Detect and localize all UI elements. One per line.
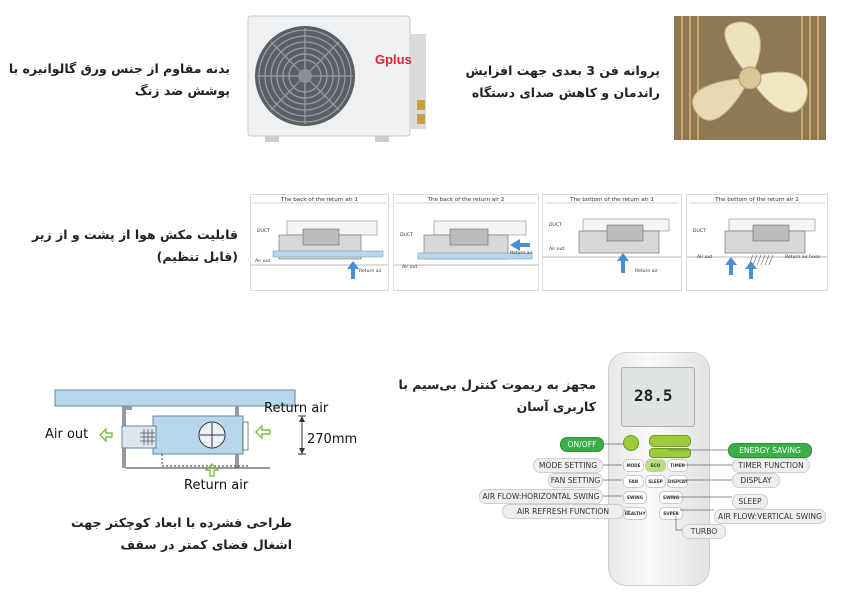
label-turbo: TURBO <box>682 524 726 539</box>
panel-3-duct: DUCT <box>549 223 562 228</box>
remote-sleep-key[interactable]: SLEEP <box>645 475 666 488</box>
label-sleep: SLEEP <box>732 494 768 509</box>
panel-2-return-air: Return air <box>510 251 533 256</box>
feature-air-intake-line-1: قابلیت مکش هوا از پشت و از زیر <box>32 227 238 242</box>
feature-remote-text: مجهز به ریموت کنترل بی‌سیم با کاربری آسا… <box>398 374 597 418</box>
panel-3-title: The bottom of the return air 1 <box>570 197 654 203</box>
panel-3-air-out: Air out <box>549 247 565 252</box>
remote-leader-lines <box>600 443 732 531</box>
return-air-panel-3: The bottom of the return air 1 DUCT Air … <box>542 194 682 291</box>
panel-4-air-out: Air out <box>697 255 713 260</box>
remote-energy-key-2[interactable] <box>649 448 691 458</box>
feature-fan-line-2: راندمان و کاهش صدای دستگاه <box>471 85 660 100</box>
diagram-return-air-bottom-label: Return air <box>184 478 249 493</box>
feature-fan-text: پروانه فن 3 بعدی جهت افزایش راندمان و کا… <box>440 60 660 104</box>
label-on-off: ON/OFF <box>560 437 604 452</box>
label-air-refresh: AIR REFRESH FUNCTION <box>502 504 624 519</box>
remote-display: 28.5 <box>621 367 695 427</box>
feature-body-line-2: پوشش ضد زنگ <box>134 83 230 98</box>
remote-display-temp: 28.5 <box>634 386 673 405</box>
feature-compact-line-2: اشغال فضای کمتر در سقف <box>120 537 292 552</box>
feature-fan-line-1: پروانه فن 3 بعدی جهت افزایش <box>465 63 660 78</box>
label-energy-saving: ENERGY SAVING <box>728 443 812 458</box>
remote-super-key[interactable]: SUPER <box>659 507 683 520</box>
feature-body-text: بدنه مقاوم از جنس ورق گالوانیزه با پوشش … <box>8 58 230 102</box>
diagram-return-air-side-label: Return air <box>264 401 329 416</box>
remote-display-key[interactable]: DISPLAY <box>667 475 688 488</box>
dimension-diagram <box>54 389 306 477</box>
label-display: DISPLAY <box>732 473 780 488</box>
feature-air-intake-text: قابلیت مکش هوا از پشت و از زیر (قابل تنظ… <box>20 224 238 268</box>
panel-4-title: The bottom of the return air 2 <box>715 197 799 203</box>
panel-4-return-air: Return air hose <box>785 255 821 260</box>
feature-remote-line-2: کاربری آسان <box>516 399 596 414</box>
feature-air-intake-line-2: (قابل تنظیم) <box>156 249 238 264</box>
return-air-panel-1: The back of the return air 1 DUCT Air ou… <box>250 194 389 291</box>
remote-control: 28.5 MODE ECO TIMER FAN SLEEP DISPLAY SW… <box>608 352 710 586</box>
outdoor-unit-image: Gplus <box>247 15 426 142</box>
gplus-logo: Gplus <box>375 52 412 67</box>
panel-1-air-out: Air out <box>255 259 271 264</box>
feature-remote-line-1: مجهز به ریموت کنترل بی‌سیم با <box>398 377 597 392</box>
diagram-height-label: 270mm <box>307 432 358 447</box>
remote-timer-key[interactable]: TIMER <box>667 459 688 472</box>
label-fan-setting: FAN SETTING <box>548 473 603 488</box>
remote-mode-key[interactable]: MODE <box>623 459 644 472</box>
panel-1-duct: DUCT <box>257 229 270 234</box>
panel-2-title: The back of the return air 2 <box>427 197 505 203</box>
label-timer-function: TIMER FUNCTION <box>732 458 810 473</box>
label-air-flow-vertical: AIR FLOW:VERTICAL SWING <box>714 509 826 524</box>
feature-compact-line-1: طراحی فشرده با ابعاد کوچکتر جهت <box>70 515 292 530</box>
return-air-panel-2: The back of the return air 2 DUCT Air ou… <box>393 194 539 291</box>
panel-2-air-out: Air out <box>402 265 418 270</box>
panel-1-return-air: Return air <box>359 269 382 274</box>
remote-energy-key[interactable] <box>649 435 691 447</box>
feature-body-line-1: بدنه مقاوم از جنس ورق گالوانیزه با <box>8 61 230 76</box>
remote-on-off-key[interactable] <box>623 435 639 451</box>
remote-eco-key[interactable]: ECO <box>645 459 666 472</box>
return-air-panel-4: The bottom of the return air 2 DUCT Air … <box>686 194 828 291</box>
feature-compact-text: طراحی فشرده با ابعاد کوچکتر جهت اشغال فض… <box>70 512 292 556</box>
label-air-flow-horizontal: AIR FLOW:HORIZONTAL SWING <box>479 489 603 504</box>
panel-1-title: The back of the return air 1 <box>281 197 358 203</box>
remote-fan-key[interactable]: FAN <box>623 475 644 488</box>
fan-blade-image <box>674 16 826 140</box>
panel-4-duct: DUCT <box>693 229 706 234</box>
diagram-air-out-label: Air out <box>45 427 89 442</box>
panel-3-return-air: Return air <box>635 269 658 274</box>
label-mode-setting: MODE SETTING <box>533 458 603 473</box>
panel-2-duct: DUCT <box>400 233 413 238</box>
